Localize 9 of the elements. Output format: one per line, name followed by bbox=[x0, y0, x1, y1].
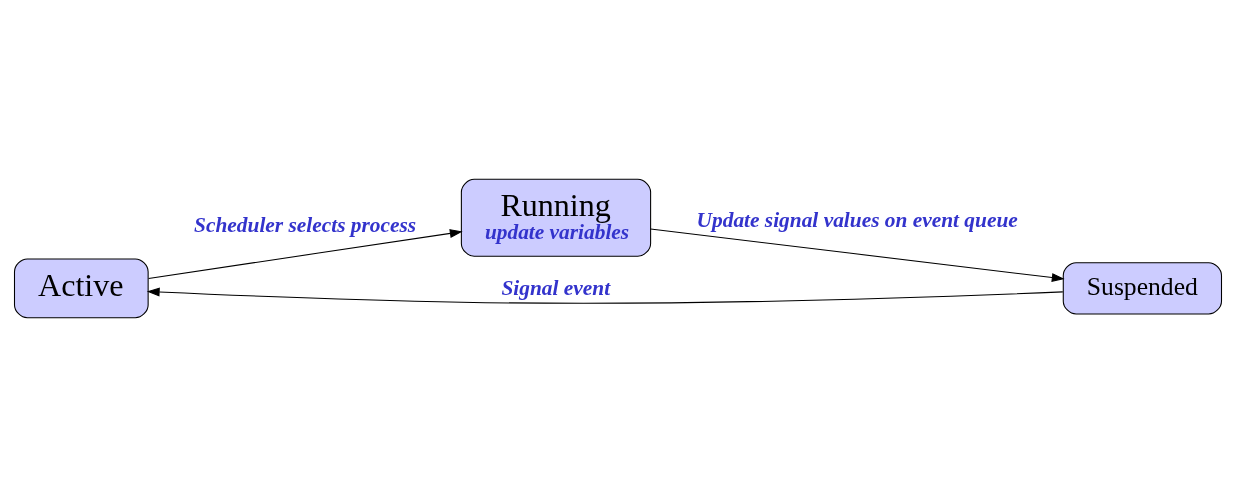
arrow bbox=[148, 229, 463, 279]
edge-label: Signal event bbox=[501, 275, 611, 300]
edge-label: Scheduler selects process bbox=[194, 212, 417, 237]
arrow bbox=[650, 228, 1065, 282]
node-box: Active bbox=[13, 258, 149, 319]
node-box: Running update variables bbox=[460, 178, 652, 257]
edge-label: Update signal values on event queue bbox=[696, 208, 1018, 233]
node-box: Suspended bbox=[1062, 262, 1223, 315]
arrow bbox=[146, 287, 1064, 304]
